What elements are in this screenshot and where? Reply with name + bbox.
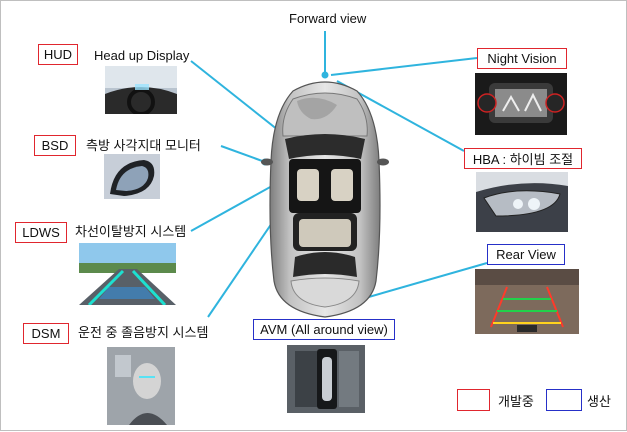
night-vision-tag: Night Vision (477, 48, 567, 69)
ldws-description: 차선이탈방지 시스템 (75, 224, 187, 239)
bsd-tag: BSD (34, 135, 76, 156)
dsm-tag: DSM (23, 323, 69, 344)
forward-view-label: Forward view (289, 11, 367, 26)
legend-dev-swatch (457, 389, 490, 411)
legend-dev-label: 개발중 (498, 394, 534, 409)
legend-prod-swatch (546, 389, 582, 411)
avm-tag: AVM (All around view) (253, 319, 395, 340)
dsm-image (107, 347, 175, 425)
legend-prod-label: 생산 (587, 394, 611, 409)
hba-tag: HBA : 하이빔 조절 (464, 148, 582, 169)
hud-image (105, 66, 177, 114)
hba-image (476, 172, 568, 232)
ldws-tag: LDWS (15, 222, 67, 243)
bsd-image (104, 154, 160, 199)
dsm-description: 운전 중 졸음방지 시스템 (78, 325, 209, 340)
rear-view-image (475, 269, 579, 334)
avm-image (287, 345, 365, 413)
ldws-image (79, 243, 176, 305)
bsd-line (220, 145, 266, 163)
hud-tag: HUD (38, 44, 78, 65)
rear-view-tag: Rear View (487, 244, 565, 265)
night-vision-image (475, 73, 567, 135)
hud-description: Head up Display (94, 48, 190, 63)
bsd-description: 측방 사각지대 모니터 (86, 138, 201, 153)
night-vision-line (330, 57, 478, 76)
forward-dot (321, 71, 329, 79)
